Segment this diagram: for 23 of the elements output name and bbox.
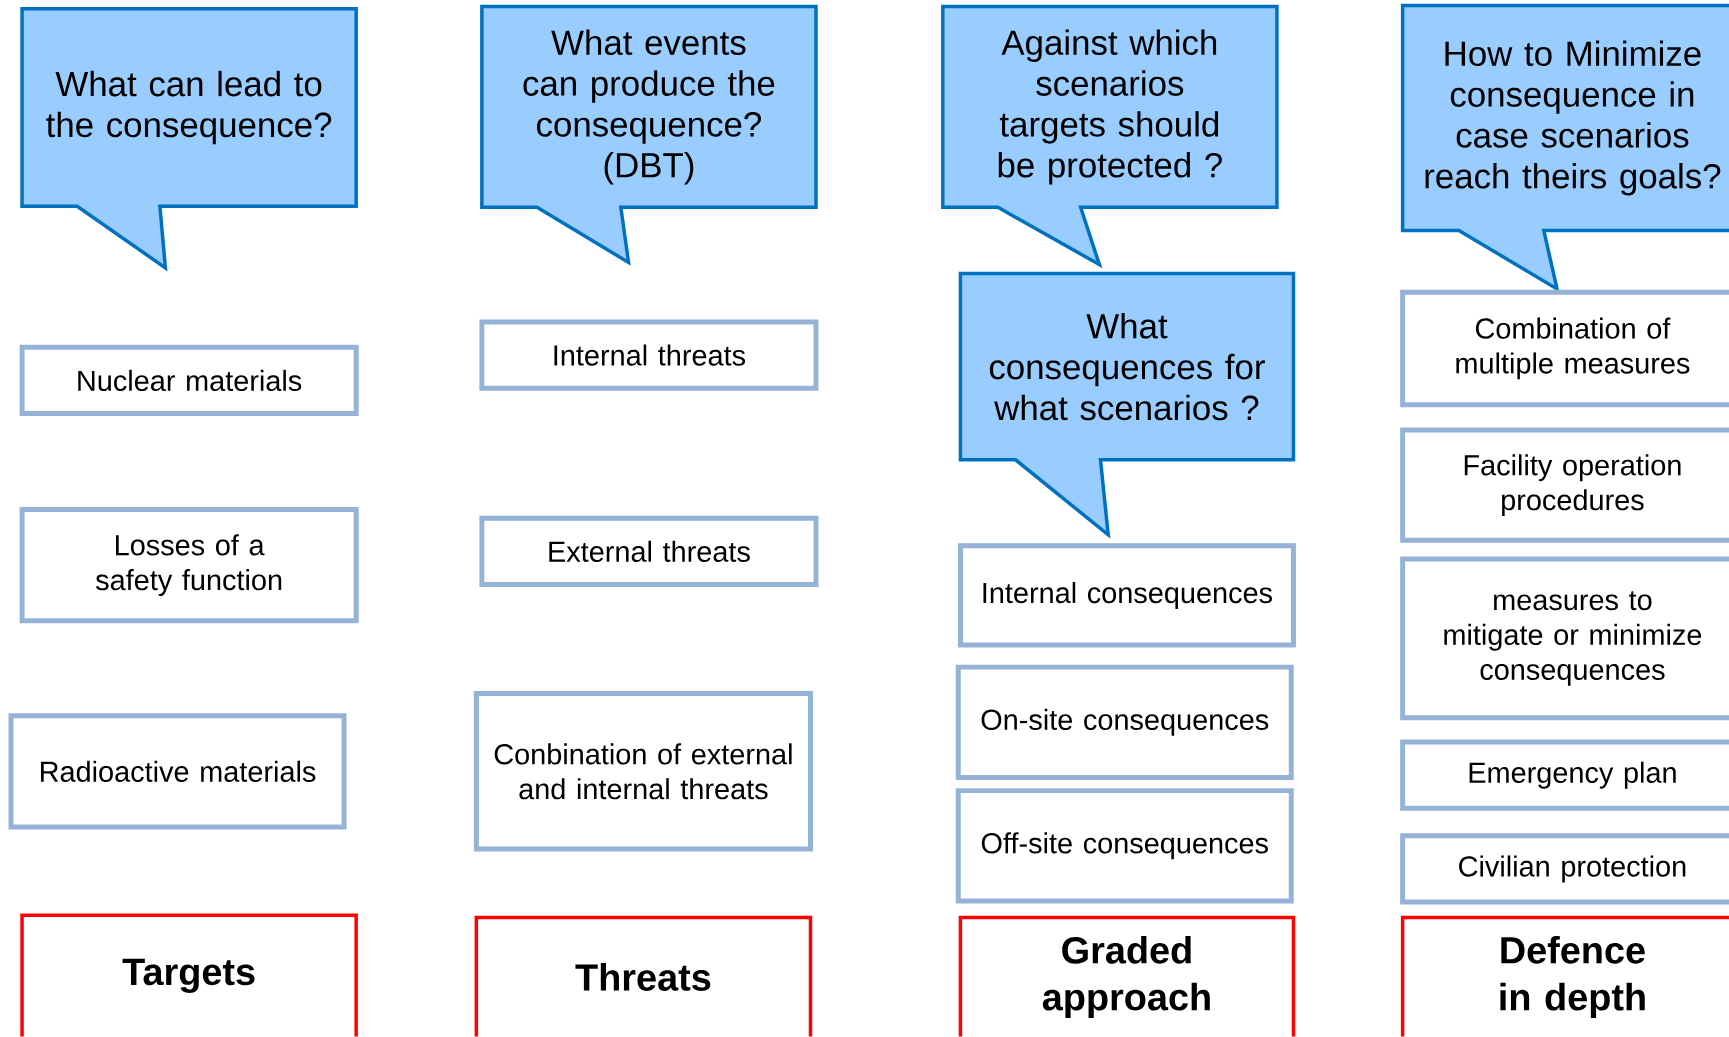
text-box: Internal consequences — [957, 543, 1296, 648]
title-box: Threats — [474, 915, 813, 1037]
text-box: measures to mitigate or minimize consequences — [1400, 556, 1729, 721]
title-box: Graded approach — [958, 915, 1296, 1037]
speech-bubble: Against which scenarios targets should be protected ? — [941, 5, 1279, 269]
text-box: On-site consequences — [955, 664, 1294, 781]
text-box: Off-site consequences — [955, 788, 1294, 904]
text-box: Conbination of external and internal threats — [473, 691, 813, 852]
speech-bubble: How to Minimize consequence in case scenarios reach theirs goals? — [1400, 4, 1729, 293]
text-box: Combination of multiple measures — [1400, 289, 1729, 408]
title-box: Targets — [20, 913, 358, 1037]
text-box: External threats — [479, 516, 819, 588]
speech-bubble: What consequences for what scenarios ? — [958, 271, 1296, 540]
text-box: Losses of a safety function — [19, 507, 359, 624]
text-box: Civilian protection — [1400, 833, 1729, 905]
text-box: Internal threats — [479, 319, 819, 391]
speech-bubble: What can lead to the consequence? — [20, 7, 358, 272]
speech-bubble: What events can produce the consequence? (DBT) — [480, 5, 818, 267]
text-box: Radioactive materials — [8, 713, 347, 830]
text-box: Facility operation procedures — [1400, 427, 1729, 544]
text-box: Emergency plan — [1400, 739, 1729, 811]
title-box: Defence in depth — [1400, 915, 1729, 1037]
text-box: Nuclear materials — [19, 345, 359, 417]
